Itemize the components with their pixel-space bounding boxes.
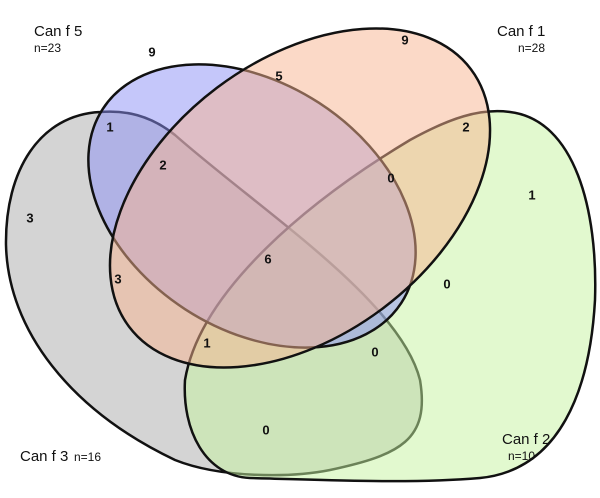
set-label-can-f-2: Can f 2 n=10 [502, 431, 550, 463]
count-can-f-2-only: 1 [528, 187, 535, 202]
count-can-f-1-can-f-3-can-f-2: 1 [203, 335, 210, 350]
count-can-f-5-can-f-3-can-f-2: 0 [371, 344, 378, 359]
count-can-f-1-only: 9 [401, 32, 408, 47]
set-name: Can f 5 [34, 23, 82, 40]
count-can-f-5-can-f-1-can-f-3: 2 [159, 157, 166, 172]
count-can-f-5-and-can-f-2: 0 [443, 276, 450, 291]
set-size: n=28 [518, 41, 545, 55]
count-can-f-5-only: 9 [148, 44, 155, 59]
count-can-f-1-and-can-f-2: 2 [462, 119, 469, 134]
count-can-f-5-and-can-f-1: 5 [275, 68, 282, 83]
set-name: Can f 1 [497, 23, 545, 40]
set-shapes [4, 27, 597, 483]
set-label-can-f-3: Can f 3 n=16 [20, 448, 101, 465]
set-label-can-f-5: Can f 5 n=23 [34, 23, 82, 55]
count-can-f-5-can-f-1-can-f-2: 0 [387, 170, 394, 185]
count-can-f-1-and-can-f-3: 3 [114, 271, 121, 286]
set-shape-can-f-1 [108, 27, 492, 369]
count-can-f-3-and-can-f-2: 0 [262, 422, 269, 437]
count-all-four: 6 [264, 251, 271, 266]
set-name: Can f 2 [502, 431, 550, 448]
set-size: n=16 [74, 450, 101, 464]
count-can-f-5-and-can-f-3: 1 [106, 119, 113, 134]
region-counts: 9 9 5 1 2 2 0 3 1 3 6 0 1 0 0 [26, 32, 535, 437]
set-label-can-f-1: Can f 1 n=28 [497, 23, 545, 55]
set-size: n=23 [34, 41, 61, 55]
set-name: Can f 3 [20, 448, 68, 465]
set-size: n=10 [508, 449, 535, 463]
count-can-f-3-only: 3 [26, 210, 33, 225]
